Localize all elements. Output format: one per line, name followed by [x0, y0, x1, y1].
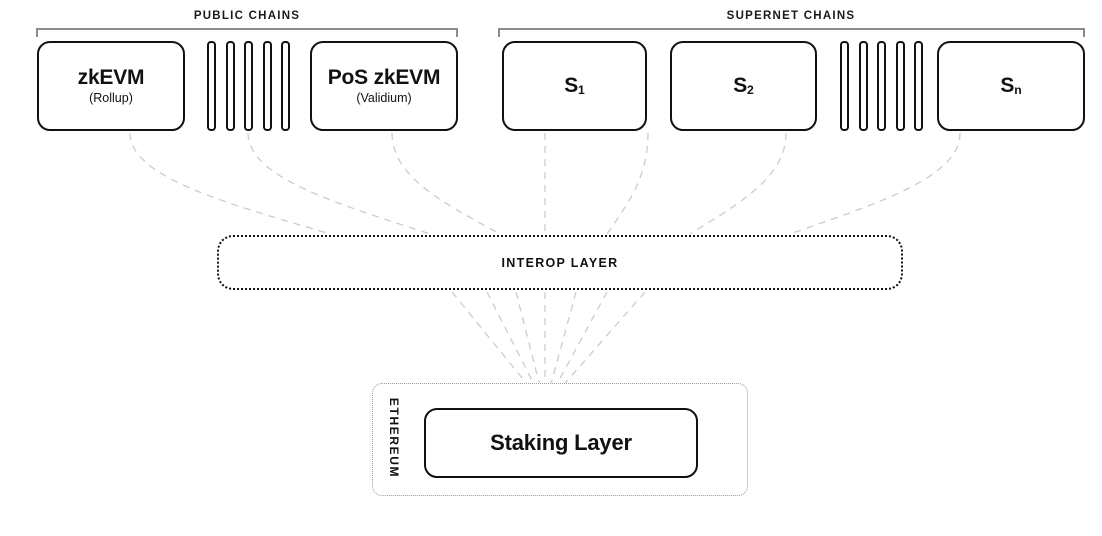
connector-chain-to-interop	[606, 132, 649, 235]
group-caption-public-chains: PUBLIC CHAINS	[193, 10, 301, 22]
chain-node-s2[interactable]: S2	[670, 41, 817, 131]
chain-bar	[244, 41, 253, 131]
chain-bar	[858, 41, 868, 131]
chain-node-title: S2	[733, 73, 754, 98]
chain-node-subtitle: (Rollup)	[89, 91, 133, 106]
chain-bar	[877, 41, 886, 131]
connector-chain-to-interop	[247, 132, 431, 235]
chain-node-zkevm[interactable]: zkEVM (Rollup)	[37, 41, 185, 131]
staking-layer-label: Staking Layer	[490, 430, 632, 455]
chain-node-pos-zkevm[interactable]: PoS zkEVM (Validium)	[310, 41, 458, 131]
group-caption-supernet-chains: SUPERNET CHAINS	[726, 10, 856, 22]
chain-node-title: S1	[564, 73, 585, 98]
chain-bar	[207, 41, 216, 131]
group-bracket-supernet-chains	[498, 28, 1085, 37]
chain-bar	[840, 41, 849, 131]
chain-node-s1[interactable]: S1	[502, 41, 647, 131]
chain-node-title: Sn	[1000, 73, 1022, 98]
ethereum-label: ETHEREUM	[387, 397, 401, 479]
group-bracket-public-chains	[36, 28, 458, 37]
chain-bar	[262, 41, 272, 131]
interop-layer-label: INTEROP LAYER	[501, 255, 619, 270]
interop-layer-box[interactable]: INTEROP LAYER	[217, 235, 903, 290]
connector-chain-to-interop	[391, 132, 501, 235]
staking-layer-box[interactable]: Staking Layer	[424, 408, 698, 478]
connector-chain-to-interop	[689, 132, 787, 235]
chain-node-title: zkEVM	[77, 66, 145, 90]
chain-node-subscript: 2	[747, 83, 754, 98]
chain-node-title: PoS zkEVM	[327, 66, 441, 90]
more-chains-indicator-supernet	[840, 41, 923, 131]
chain-node-sn[interactable]: Sn	[937, 41, 1085, 131]
connector-chain-to-interop	[129, 132, 331, 235]
chain-bar	[281, 41, 290, 131]
chain-bar	[914, 41, 923, 131]
chain-bar	[225, 41, 235, 131]
chain-node-subtitle: (Validium)	[356, 91, 412, 106]
chain-node-subscript: n	[1014, 83, 1022, 98]
chain-node-subscript: 1	[578, 83, 585, 98]
connector-chain-to-interop	[789, 132, 961, 235]
chain-bar	[895, 41, 905, 131]
more-chains-indicator-public	[207, 41, 290, 131]
